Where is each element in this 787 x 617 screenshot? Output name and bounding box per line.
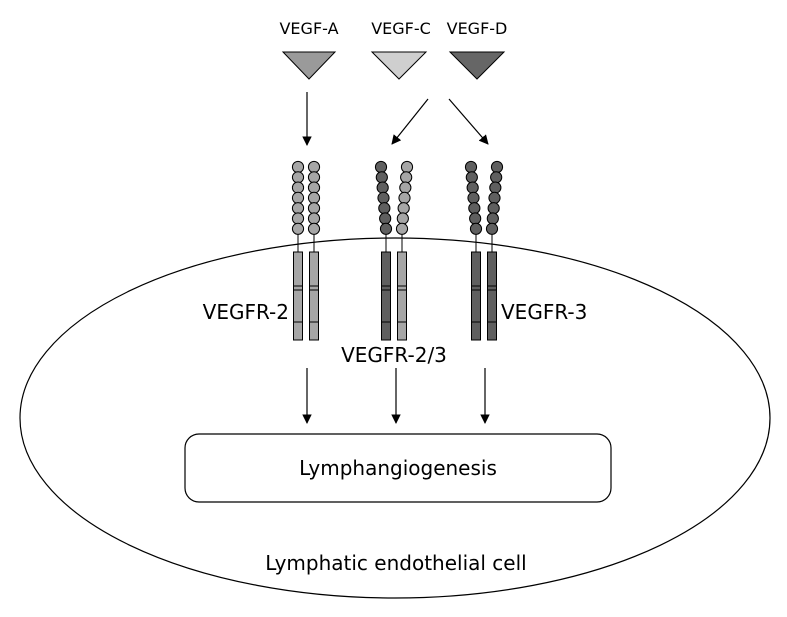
vegfr-2-3-right-tail xyxy=(397,321,407,341)
vegfr-3-left-tail xyxy=(471,321,481,341)
vegfr-3-right-domain-7 xyxy=(485,222,499,235)
vegfr-2-right-domain-6 xyxy=(307,212,321,225)
vegfr-2-3-left-kinase-insert xyxy=(381,285,391,291)
vegfr-2-3-receptor xyxy=(374,160,414,341)
vegfr-3-left-domain-1 xyxy=(464,160,478,174)
vegf-c-triangle xyxy=(370,51,428,80)
vegfr-2-right-domain-2 xyxy=(307,171,321,184)
vegfr-3-right-kinase-lower xyxy=(487,289,497,323)
vegfr-2-3-left-tail xyxy=(381,321,391,341)
vegfr-2-3-right-domain-4 xyxy=(398,191,411,204)
vegfr-2-right-kinase-insert xyxy=(309,285,319,291)
vegfr-2-left-domain-5 xyxy=(291,202,305,215)
vegfr-3-right-kinase-upper xyxy=(487,251,497,287)
vegfr-2-3-left-domain-6 xyxy=(379,212,392,225)
vegfr-2-3-right-domain-3 xyxy=(399,181,412,194)
vegfr-2-right-domain-7 xyxy=(307,222,321,235)
vegf-d-label: VEGF-D xyxy=(447,19,508,38)
arrow-vegf-c-d-to-vegfr-2-3 xyxy=(391,98,429,145)
vegfr-2-receptor xyxy=(291,160,321,341)
vegfr-3-right-domain-1 xyxy=(490,160,504,174)
vegfr-2-3-right-domain-5 xyxy=(397,202,410,215)
vegfr-3-left-domain-5 xyxy=(468,202,481,215)
vegfr-3-left-domain-7 xyxy=(469,222,483,235)
vegfr-3-receptor xyxy=(464,160,504,341)
vegf-a-label: VEGF-A xyxy=(279,19,338,38)
vegfr-2-3-left-domain-2 xyxy=(375,171,388,184)
vegfr-2-3-right-kinase-upper xyxy=(397,251,407,287)
vegfr-2-left-domain-1 xyxy=(291,160,305,174)
vegfr-2-3-left-domain-4 xyxy=(377,191,390,204)
vegfr-2-left-domain-4 xyxy=(291,191,305,204)
vegfr-2-3-left-domain-1 xyxy=(374,160,388,174)
cell-label: Lymphatic endothelial cell xyxy=(265,551,526,575)
vegfr-3-left-domain-2 xyxy=(465,171,478,184)
vegfr-2-right-kinase-lower xyxy=(309,289,319,323)
vegfr-3-label: VEGFR-3 xyxy=(501,300,587,324)
vegf-a-triangle xyxy=(281,51,337,80)
vegfr-2-3-left-kinase-upper xyxy=(381,251,391,287)
vegfr-3-left-kinase-upper xyxy=(471,251,481,287)
vegfr-2-right-domain-1 xyxy=(307,160,321,174)
lymphangiogenesis-label: Lymphangiogenesis xyxy=(299,456,497,480)
lymphangiogenesis-box xyxy=(184,433,612,503)
vegfr-3-right-tail xyxy=(487,321,497,341)
vegfr-2-left-domain-3 xyxy=(291,181,305,194)
vegf-d-triangle xyxy=(448,51,506,80)
vegfr-2-3-right-domain-6 xyxy=(396,212,409,225)
vegfr-2-left-domain-6 xyxy=(291,212,305,225)
vegfr-2-left-kinase-lower xyxy=(293,289,303,323)
vegfr-2-3-label: VEGFR-2/3 xyxy=(341,343,447,367)
vegfr-2-3-right-domain-7 xyxy=(395,222,409,235)
vegfr-2-left-kinase-insert xyxy=(293,285,303,291)
vegfr-3-left-domain-3 xyxy=(466,181,479,194)
vegfr-2-3-right-kinase-lower xyxy=(397,289,407,323)
vegfr-2-3-right-domain-2 xyxy=(400,171,413,184)
vegfr-2-left-domain-7 xyxy=(291,222,305,235)
vegfr-3-left-domain-4 xyxy=(467,191,480,204)
vegfr-2-label: VEGFR-2 xyxy=(203,300,289,324)
vegfr-2-3-right-kinase-insert xyxy=(397,285,407,291)
vegfr-2-right-kinase-upper xyxy=(309,251,319,287)
vegfr-3-left-kinase-insert xyxy=(471,285,481,291)
vegfr-3-right-kinase-insert xyxy=(487,285,497,291)
vegfr-2-3-left-kinase-lower xyxy=(381,289,391,323)
vegfr-2-left-kinase-upper xyxy=(293,251,303,287)
vegfr-2-3-left-domain-3 xyxy=(376,181,389,194)
cell-membrane xyxy=(19,237,771,599)
vegfr-2-right-tail xyxy=(309,321,319,341)
vegfr-2-3-left-domain-7 xyxy=(379,222,393,235)
vegfr-2-right-domain-4 xyxy=(307,191,321,204)
vegfr-2-left-domain-2 xyxy=(291,171,305,184)
vegf-c-label: VEGF-C xyxy=(371,19,431,38)
vegfr-2-3-left-domain-5 xyxy=(378,202,391,215)
vegfr-3-right-domain-5 xyxy=(487,202,500,215)
vegfr-2-left-tail xyxy=(293,321,303,341)
vegfr-3-right-domain-3 xyxy=(489,181,502,194)
vegfr-3-right-domain-4 xyxy=(488,191,501,204)
vegfr-3-right-domain-6 xyxy=(486,212,499,225)
vegfr-3-left-domain-6 xyxy=(469,212,482,225)
arrow-vegf-c-d-to-vegfr-3 xyxy=(448,98,489,145)
vegfr-2-right-domain-3 xyxy=(307,181,321,194)
vegfr-2-right-domain-5 xyxy=(307,202,321,215)
vegfr-3-left-kinase-lower xyxy=(471,289,481,323)
vegfr-3-right-domain-2 xyxy=(490,171,503,184)
vegfr-2-3-right-domain-1 xyxy=(400,160,414,174)
